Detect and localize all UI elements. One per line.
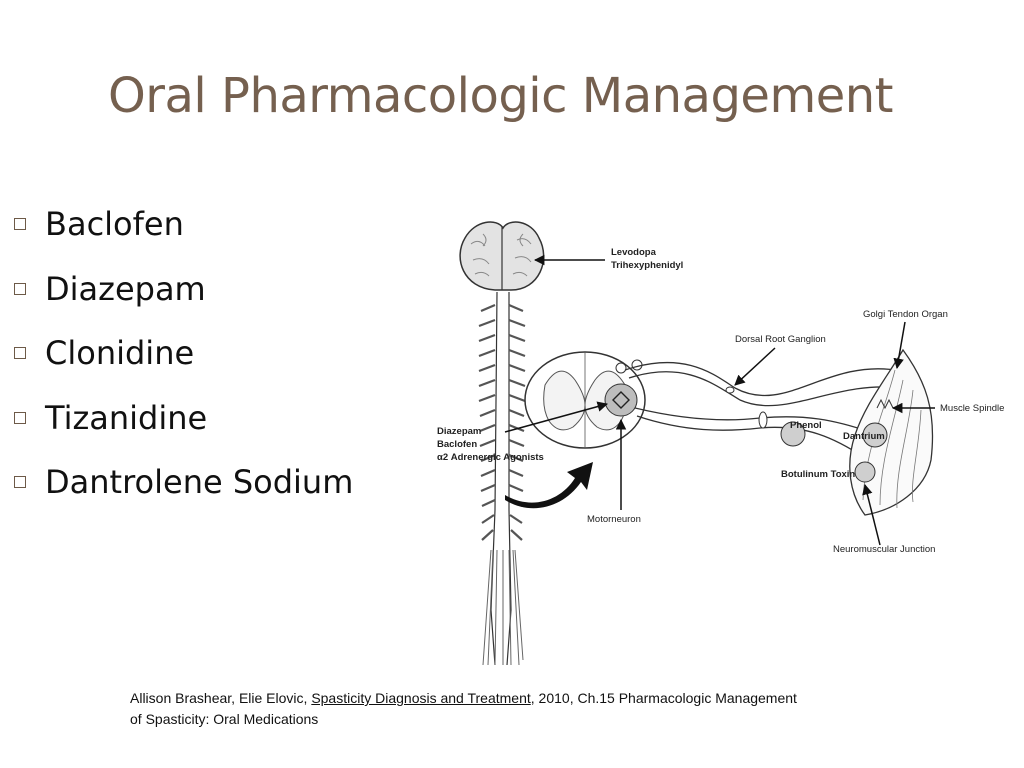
bullet-text: Clonidine (45, 334, 195, 373)
citation-line2: of Spasticity: Oral Medications (130, 711, 319, 727)
label-diazepam: Diazepam (437, 426, 481, 437)
brain-illustration (459, 221, 545, 291)
bullet-item: Clonidine (14, 321, 353, 386)
label-alpha2: α2 Adrenergic Agonists (437, 452, 544, 463)
citation-rest: , 2010, Ch.15 Pharmacologic Management (530, 690, 797, 706)
bullet-text: Baclofen (45, 205, 184, 244)
bullet-text: Diazepam (45, 269, 206, 308)
bullet-box-icon (14, 282, 26, 295)
bullet-item: Diazepam (14, 257, 353, 322)
label-levodopa: Levodopa (611, 247, 657, 258)
bullet-box-icon (14, 218, 26, 231)
citation: Allison Brashear, Elie Elovic, Spasticit… (130, 688, 970, 730)
peripheral-nerves (624, 361, 901, 459)
label-trihexyphenidyl: Trihexyphenidyl (611, 260, 683, 271)
label-dantrium: Dantrium (843, 431, 885, 442)
nervous-system-diagram: Levodopa Trihexyphenidyl Golgi Tendon Or… (425, 210, 1020, 670)
label-nmj: Neuromuscular Junction (833, 544, 935, 555)
citation-book-title: Spasticity Diagnosis and Treatment (311, 690, 531, 706)
slide-title: Oral Pharmacologic Management (108, 68, 893, 124)
bullet-box-icon (14, 347, 26, 360)
citation-authors: Allison Brashear, Elie Elovic, (130, 690, 312, 706)
label-golgi: Golgi Tendon Organ (863, 309, 948, 320)
label-botox: Botulinum Toxin (781, 469, 855, 480)
bullet-text: Dantrolene Sodium (45, 463, 354, 502)
cord-cross-section (524, 351, 646, 449)
bullet-item: Dantrolene Sodium (14, 450, 353, 515)
bullet-list: Baclofen Diazepam Clonidine Tizanidine D… (14, 192, 353, 515)
curved-arrow-icon (505, 462, 593, 509)
muscle-illustration (780, 348, 934, 516)
bullet-item: Tizanidine (14, 386, 353, 451)
label-drg: Dorsal Root Ganglion (735, 334, 826, 345)
label-motorneuron: Motorneuron (587, 514, 641, 525)
bullet-item: Baclofen (14, 192, 353, 257)
spinal-cord-illustration (478, 291, 526, 666)
label-baclofen: Baclofen (437, 439, 477, 450)
bullet-box-icon (14, 476, 26, 489)
label-spindle: Muscle Spindle (940, 403, 1004, 414)
bullet-text: Tizanidine (45, 398, 208, 437)
bullet-box-icon (14, 411, 26, 424)
label-phenol: Phenol (790, 420, 822, 431)
